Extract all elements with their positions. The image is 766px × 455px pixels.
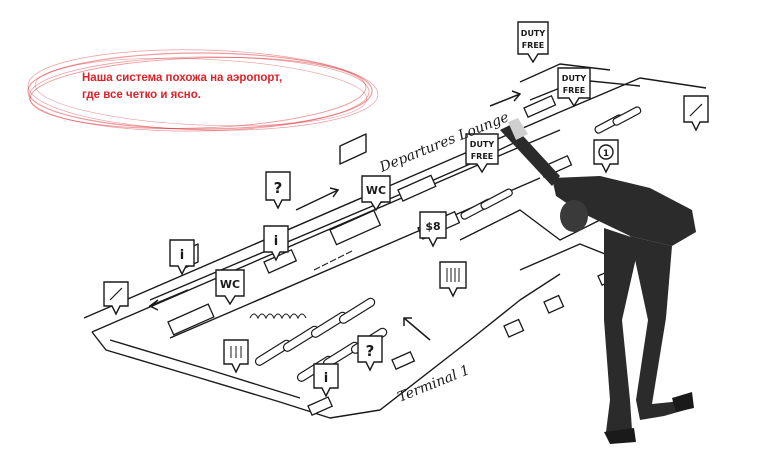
clock-label: 1 xyxy=(603,149,609,159)
currency-sign: $8 xyxy=(419,211,447,248)
wc-sign-left: WC xyxy=(215,269,245,306)
caption: Наша система похожа на аэропорт, где все… xyxy=(82,70,342,104)
duty-free-label-2: FREE xyxy=(522,41,545,50)
duty-free-sign-center: DUTY FREE xyxy=(465,133,499,174)
duty-free-sign-top: DUTY FREE xyxy=(517,21,549,64)
sketch-oval xyxy=(27,49,379,132)
gate-sign-right xyxy=(683,95,709,132)
caption-line-2: где все четко и ясно. xyxy=(82,89,201,101)
question-label-front: ? xyxy=(366,342,375,360)
clock-sign: 1 xyxy=(593,139,619,174)
currency-label: $8 xyxy=(425,220,440,233)
info-label-front: i xyxy=(324,371,328,386)
food-sign-front xyxy=(223,339,249,374)
restaurant-sign xyxy=(439,261,467,298)
info-sign-center: i xyxy=(263,225,289,262)
signs: DUTY FREE DUTY FREE DUTY FREE WC WC i i xyxy=(103,21,709,398)
wc-label-left: WC xyxy=(220,278,240,291)
info-label-center: i xyxy=(274,234,278,249)
question-sign-top: ? xyxy=(265,171,291,210)
leaning-man-figure xyxy=(500,118,696,444)
security-barrier xyxy=(249,250,353,320)
duty-free-label-4: FREE xyxy=(563,86,586,95)
duty-free-label-1: DUTY xyxy=(521,29,546,38)
duty-free-label-6: FREE xyxy=(471,152,494,161)
info-label-left: i xyxy=(180,248,184,263)
duty-free-label-3: DUTY xyxy=(562,74,587,83)
info-sign-left: i xyxy=(169,239,195,276)
duty-free-label-5: DUTY xyxy=(470,140,495,149)
duty-free-sign-right: DUTY FREE xyxy=(557,67,591,108)
question-label-top: ? xyxy=(274,179,283,197)
direction-arrows xyxy=(148,90,522,341)
question-sign-front: ? xyxy=(357,335,383,372)
wc-label-center: WC xyxy=(366,184,386,197)
wc-sign-center: WC xyxy=(361,175,391,212)
gate-sign-left xyxy=(103,281,129,316)
caption-line-1: Наша система похожа на аэропорт, xyxy=(82,72,283,84)
info-sign-front: i xyxy=(313,363,339,398)
